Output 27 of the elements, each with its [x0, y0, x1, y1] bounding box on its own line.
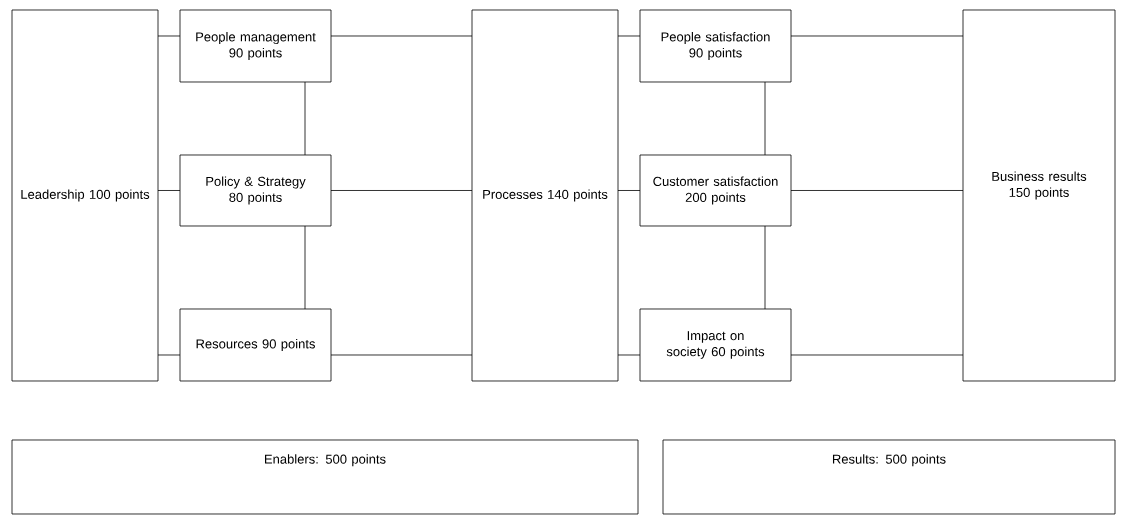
- stage-box: Business results 150 points: [962, 9, 1116, 382]
- connector-line: [157, 190, 181, 191]
- connector-line: [617, 190, 641, 191]
- connector-line: [304, 225, 306, 310]
- summary-band: Results: 500 points: [662, 439, 1116, 515]
- connector-line: [304, 81, 306, 156]
- connector-line: [790, 190, 964, 191]
- connector-line: [617, 35, 641, 37]
- connector-line: [790, 35, 964, 37]
- summary-band: Enablers: 500 points: [11, 439, 639, 515]
- connector-line: [157, 354, 181, 356]
- criterion-box: Impact on society 60 points: [639, 308, 792, 382]
- stage-box: Leadership 100 points: [11, 9, 159, 382]
- criterion-box: Policy & Strategy 80 points: [179, 154, 332, 227]
- criterion-box: People management 90 points: [179, 9, 332, 83]
- criterion-box: People satisfaction 90 points: [639, 9, 792, 83]
- connector-line: [790, 354, 964, 356]
- connector-line: [330, 190, 473, 191]
- criterion-box: Resources 90 points: [179, 308, 332, 382]
- stage-box: Processes 140 points: [471, 9, 619, 382]
- connector-line: [764, 81, 766, 156]
- connector-line: [330, 35, 473, 37]
- connector-line: [764, 225, 766, 310]
- connector-line: [157, 35, 181, 37]
- connector-line: [617, 354, 641, 356]
- connector-line: [330, 354, 473, 356]
- criterion-box: Customer satisfaction 200 points: [639, 154, 792, 227]
